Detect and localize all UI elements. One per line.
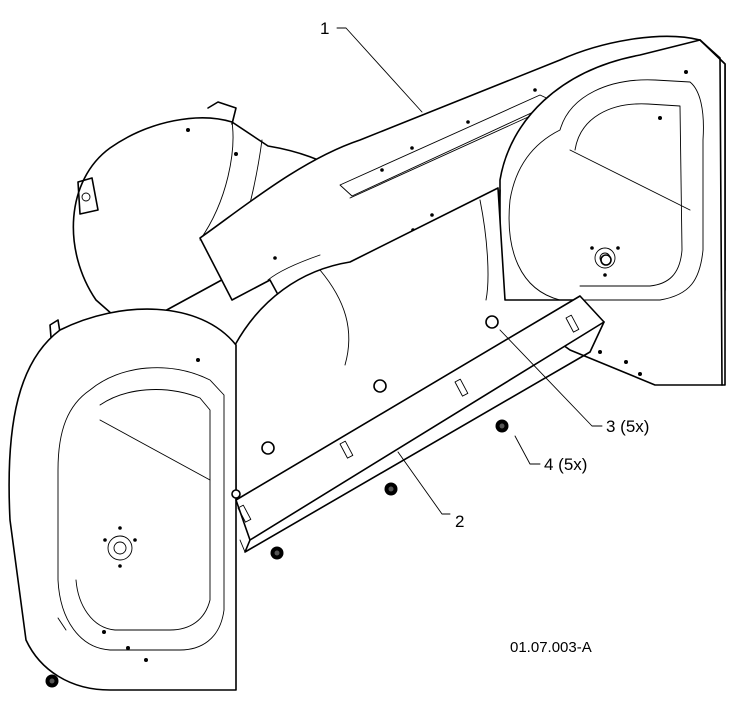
carriage-bolts	[231, 254, 612, 499]
leader-lines	[336, 27, 603, 515]
right-side-plate	[498, 39, 726, 386]
left-side-plate	[8, 308, 237, 691]
housing-back-wall	[234, 187, 601, 501]
callout-1: 1	[320, 19, 329, 38]
scraper-bar	[235, 295, 605, 553]
figure-reference: 01.07.003-A	[510, 639, 592, 656]
callout-4: 4 (5x)	[544, 455, 587, 474]
callout-2: 2	[455, 512, 464, 531]
nuts	[45, 419, 509, 688]
callout-3: 3 (5x)	[606, 417, 649, 436]
